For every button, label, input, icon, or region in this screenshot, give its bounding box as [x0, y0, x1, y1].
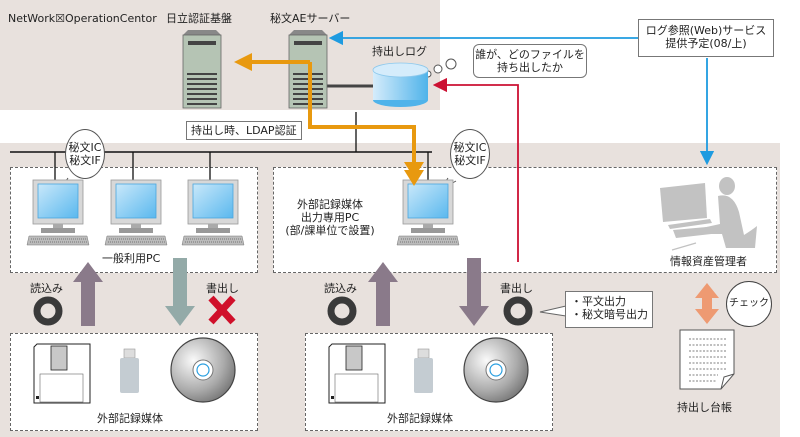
export-pc-icon [396, 179, 460, 246]
export-bubble-line-2: 秘文IF [454, 154, 486, 167]
export-write-ok-icon [503, 296, 533, 326]
administrator-icon [660, 177, 757, 251]
general-pc-1-icon [26, 179, 90, 246]
general-pc-bubble: 秘文IC 秘文IF [65, 129, 105, 179]
general-bubble-line-2: 秘文IF [69, 154, 101, 167]
export-media-label: 外部記録媒体 [387, 412, 453, 425]
log-thought-line-2: 持ち出したか [497, 61, 563, 74]
general-write-arrow [165, 258, 195, 326]
ldap-auth-arrowhead [234, 53, 252, 71]
log-database-icon [372, 62, 429, 107]
usb-memory-icon-export [414, 348, 433, 393]
web-service-line-2: 提供予定(08/上) [665, 37, 747, 50]
cd-disc-icon-export [463, 337, 529, 403]
export-bubble-line-1: 秘文IC [453, 141, 487, 154]
export-pc-label: 外部記録媒体 出力専用PC (部/課単位で設置) [282, 198, 378, 237]
export-pc-label-line-1: 外部記録媒体 [297, 198, 363, 211]
log-thought-bubble: 誰が、どのファイルを 持ち出したか [473, 44, 587, 78]
general-read-label: 読込み [30, 282, 63, 295]
admin-label: 情報資産管理者 [670, 255, 747, 268]
thought-dot-3 [445, 58, 457, 70]
export-write-arrow [459, 258, 489, 326]
export-write-note: ・平文出力 ・秘文暗号出力 [565, 291, 653, 328]
export-pc-bubble: 秘文IC 秘文IF [450, 129, 490, 179]
export-read-ok-icon [327, 296, 357, 326]
ledger-label: 持出し台帳 [677, 401, 732, 414]
log-write-flow [432, 77, 519, 262]
floppy-disk-icon-export [328, 343, 386, 404]
general-write-ng-icon [208, 295, 236, 325]
check-double-arrow [695, 283, 719, 324]
web-service-box: ログ参照(Web)サービス 提供予定(08/上) [638, 19, 774, 57]
general-bubble-line-1: 秘文IC [68, 141, 102, 154]
write-note-line-2: ・秘文暗号出力 [571, 308, 648, 321]
export-read-label: 読込み [324, 282, 357, 295]
export-pc-label-line-2: 出力専用PC [300, 211, 360, 224]
log-thought-line-1: 誰が、どのファイルを [475, 48, 585, 61]
cd-disc-icon-general [170, 337, 236, 403]
floppy-disk-icon-general [33, 343, 91, 404]
export-read-arrow [368, 262, 398, 326]
general-write-label: 書出し [206, 282, 239, 295]
export-pc-label-line-3: (部/課単位で設置) [285, 224, 375, 237]
ldap-auth-flow-lower [308, 110, 416, 165]
general-pc-2-icon [104, 179, 168, 246]
general-read-arrow [73, 262, 103, 326]
write-note-line-1: ・平文出力 [571, 295, 626, 308]
general-pc-3-icon [181, 179, 245, 246]
auth-server-label: 日立認証基盤 [166, 12, 232, 25]
write-note-tail [539, 305, 567, 317]
general-read-ok-icon [33, 296, 63, 326]
web-service-line-1: ログ参照(Web)サービス [645, 24, 767, 37]
ae-server-label: 秘文AEサーバー [270, 12, 351, 25]
general-pcs-label: 一般利用PC [102, 252, 161, 265]
ledger-document-icon [679, 329, 735, 390]
check-bubble: チェック [726, 281, 772, 327]
usb-memory-icon-general [120, 348, 139, 393]
thought-dot-2 [433, 64, 443, 74]
noc-title: NetWork☒OperationCentor [8, 12, 157, 25]
ldap-auth-label: 持出し時、LDAP認証 [186, 121, 302, 140]
export-write-label: 書出し [500, 282, 533, 295]
general-media-label: 外部記録媒体 [97, 412, 163, 425]
auth-server-icon [182, 30, 222, 109]
log-db-label: 持出しログ [372, 45, 427, 58]
